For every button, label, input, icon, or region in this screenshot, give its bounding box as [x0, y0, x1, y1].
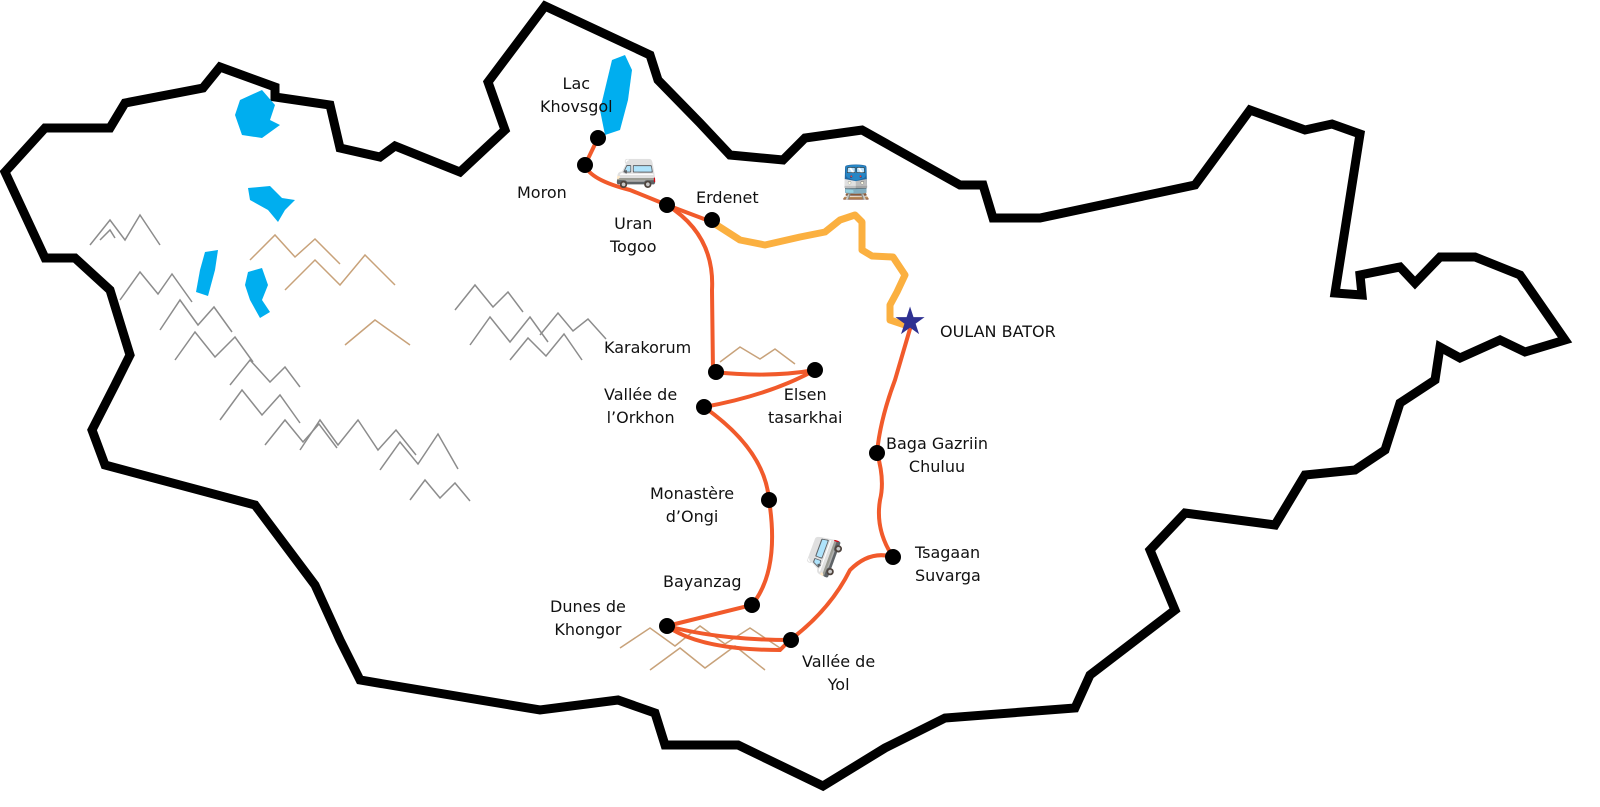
stop-vallee-yol[interactable] — [783, 632, 799, 648]
lake-achit — [196, 250, 218, 296]
stop-monastere-ongi[interactable] — [761, 492, 777, 508]
country-border — [0, 0, 1573, 792]
dunes — [249, 233, 796, 671]
train-icon: 🚆 — [836, 163, 876, 201]
stop-bayanzag[interactable] — [744, 597, 760, 613]
lake-khar-us — [245, 268, 270, 318]
jeep-icon: 🚐 — [615, 150, 658, 190]
label-karakorum: Karakorum — [604, 338, 692, 357]
label-capital: OULAN BATOR — [940, 322, 1056, 341]
label-erdenet: Erdenet — [696, 188, 759, 207]
star-icon: ★ — [893, 299, 928, 343]
train-route — [708, 211, 909, 329]
label-bayanzag: Bayanzag — [663, 572, 742, 591]
mountains-grey — [89, 213, 607, 502]
stop-vallee-orkhon[interactable] — [696, 399, 712, 415]
stop-dunes-khongor[interactable] — [659, 618, 675, 634]
stop-tsagaan-suvarga[interactable] — [885, 549, 901, 565]
label-moron: Moron — [517, 183, 567, 202]
lake-khovsgol — [600, 55, 632, 135]
stop-baga-gazriin[interactable] — [869, 445, 885, 461]
lake-uvs — [235, 90, 280, 138]
stop-elsen-tasarkhai[interactable] — [807, 362, 823, 378]
stop-karakorum[interactable] — [708, 364, 724, 380]
lake-khyargas — [248, 186, 295, 222]
stop-uran-togoo[interactable] — [659, 197, 675, 213]
stop-lac-khovsgol[interactable] — [590, 130, 606, 146]
lakes — [196, 55, 632, 318]
stop-erdenet[interactable] — [704, 212, 720, 228]
stop-moron[interactable] — [577, 157, 593, 173]
